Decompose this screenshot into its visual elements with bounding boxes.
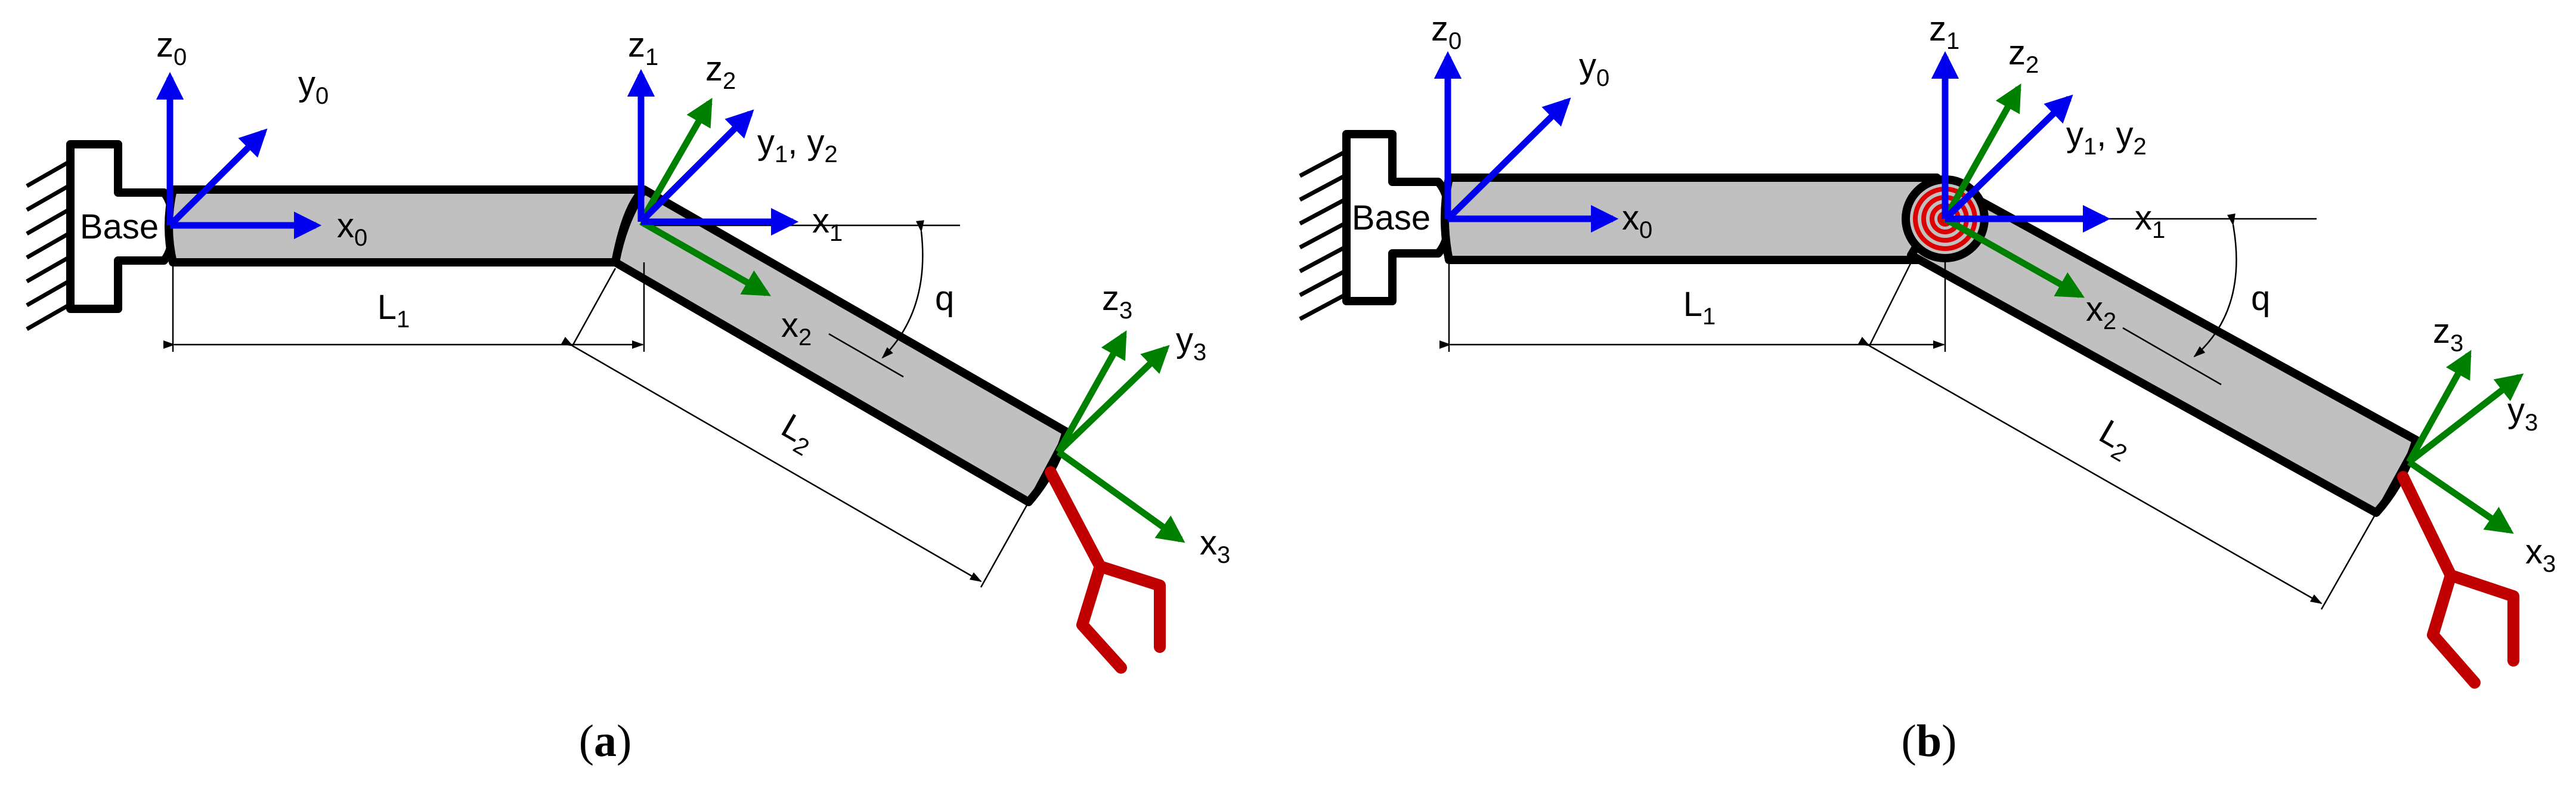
gripper: [2397, 471, 2519, 689]
svg-text:L2: L2: [772, 406, 823, 461]
caption-a: (a): [579, 716, 632, 766]
svg-text:z2: z2: [2008, 33, 2039, 78]
svg-text:x2: x2: [781, 306, 812, 351]
link-2-end-line: [2374, 439, 2418, 514]
svg-text:y1, y2: y1, y2: [2066, 115, 2147, 160]
svg-text:x0: x0: [1622, 199, 1652, 243]
svg-text:x1: x1: [2135, 199, 2165, 243]
svg-text:x3: x3: [1200, 523, 1230, 568]
frame-3: [1055, 330, 1185, 543]
frame-1: [627, 69, 799, 236]
frame-0: [156, 72, 322, 240]
frame-2: [1942, 83, 2085, 298]
svg-text:z3: z3: [2433, 312, 2463, 357]
frame-3: [2406, 349, 2524, 534]
svg-text:x1: x1: [812, 202, 843, 246]
angle-q: q: [644, 220, 960, 378]
base-hatching: [1299, 150, 1346, 321]
frame-0: [1433, 51, 1619, 233]
dimension-L1: L1: [163, 262, 645, 352]
svg-text:y0: y0: [1579, 47, 1609, 91]
svg-text:q: q: [935, 279, 954, 318]
base-hatching: [26, 160, 70, 331]
gripper: [1045, 466, 1166, 674]
svg-text:L2: L2: [2090, 412, 2141, 467]
caption-b: (b): [1902, 716, 1957, 766]
svg-text:L1: L1: [1683, 285, 1716, 330]
svg-text:y0: y0: [298, 64, 329, 109]
svg-text:z3: z3: [1102, 279, 1132, 324]
svg-text:z1: z1: [1929, 10, 1959, 54]
svg-text:z0: z0: [156, 26, 187, 70]
svg-text:z1: z1: [628, 26, 658, 70]
svg-text:x0: x0: [337, 206, 367, 251]
svg-text:z0: z0: [1431, 10, 1462, 54]
svg-text:x3: x3: [2525, 532, 2556, 577]
svg-text:x2: x2: [2086, 290, 2116, 334]
panel-a: Base L1 L2 q: [26, 26, 1230, 766]
svg-text:z2: z2: [705, 49, 736, 94]
frame-2: [638, 97, 772, 296]
base-label: Base: [80, 207, 159, 246]
dimension-L1: L1: [1439, 260, 1946, 352]
svg-text:y3: y3: [1176, 321, 1206, 365]
base-label: Base: [1352, 199, 1431, 237]
svg-text:L1: L1: [377, 288, 410, 333]
svg-text:y1, y2: y1, y2: [757, 123, 838, 168]
panel-b: Base L1 L2: [1299, 10, 2556, 766]
svg-text:y3: y3: [2507, 391, 2538, 436]
svg-text:q: q: [2251, 279, 2270, 318]
frame-1: [1931, 51, 2111, 233]
